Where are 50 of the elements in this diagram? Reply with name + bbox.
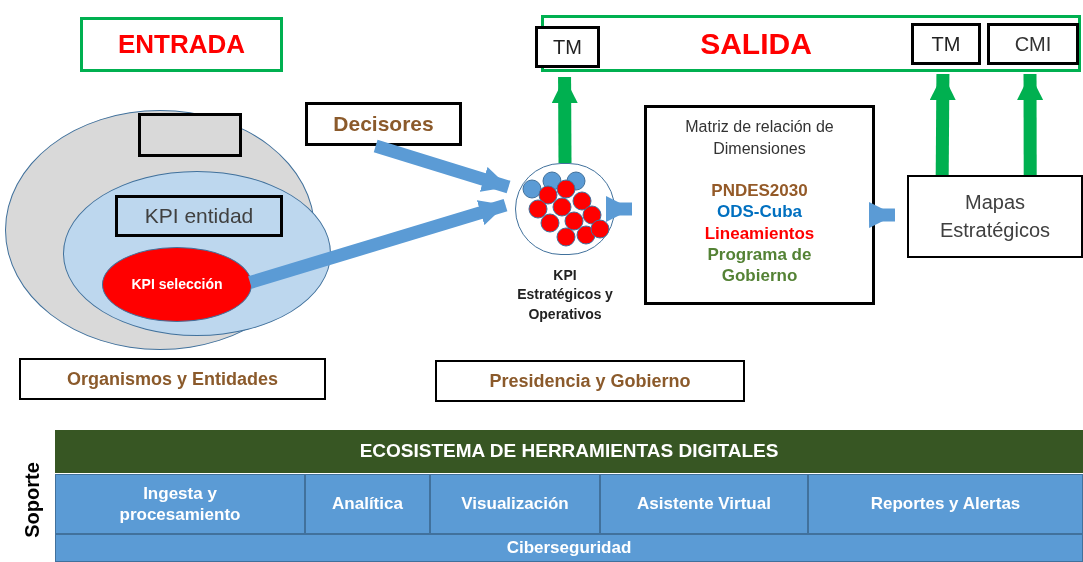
box-label: Mapas Estratégicos (938, 190, 1052, 243)
cell-label: Ingesta y procesamiento (118, 482, 242, 526)
box-label: TM (553, 35, 582, 60)
box-label: Organismos y Entidades (66, 367, 279, 391)
bar-label: Ciberseguridad (506, 537, 632, 559)
section-title: SALIDA (700, 26, 812, 62)
section-title: ENTRADA (117, 28, 246, 61)
dimension-label: Lineamientos (704, 222, 815, 244)
block-arrow (248, 198, 508, 289)
box-label: CMI (1014, 32, 1052, 57)
matrix-box (644, 105, 875, 305)
tool-cell (808, 474, 1083, 534)
dimension-label: PNDES2030 (711, 180, 808, 202)
tool-cell (600, 474, 808, 534)
process-box (907, 175, 1083, 258)
ellipse-label: KPI selección (131, 275, 223, 295)
block-arrow (929, 73, 956, 176)
tool-cell (430, 474, 600, 534)
input-title-box (80, 17, 283, 72)
label-box (435, 360, 745, 402)
box-label: TM (931, 32, 961, 57)
dimension-label: ODS-Cuba (717, 201, 802, 223)
output-box (535, 26, 600, 68)
block-arrow (868, 202, 896, 229)
cell-label: Analítica (332, 493, 403, 515)
label-box (19, 358, 326, 400)
tool-cell (305, 474, 430, 534)
dimension-label: Programa de Gobierno (706, 243, 813, 287)
bar-label: ECOSISTEMA DE HERRAMIENTAS DIGITALES (359, 439, 779, 464)
block-arrow (373, 139, 511, 194)
node-caption: KPI Estratégicos y Operativos (516, 266, 614, 324)
empty-box (138, 113, 242, 157)
output-box (987, 23, 1079, 65)
block-arrow (551, 76, 578, 164)
side-label: Soporte (20, 462, 44, 538)
tool-cell (55, 474, 305, 534)
label-box (115, 195, 283, 237)
box-label: Decisores (333, 111, 434, 138)
block-arrow (606, 196, 632, 222)
box-label: Presidencia y Gobierno (489, 369, 691, 393)
cell-label: Reportes y Alertas (870, 493, 1021, 515)
header-bar (55, 430, 1083, 473)
label-box (305, 102, 462, 146)
cell-label: Asistente Virtual (637, 493, 771, 515)
output-box (911, 23, 981, 65)
block-arrow (1017, 73, 1044, 176)
box-heading: Matriz de relación de Dimensiones (684, 117, 835, 159)
cell-label: Visualización (461, 493, 569, 515)
footer-bar (55, 534, 1083, 562)
box-label: KPI entidad (144, 203, 254, 230)
